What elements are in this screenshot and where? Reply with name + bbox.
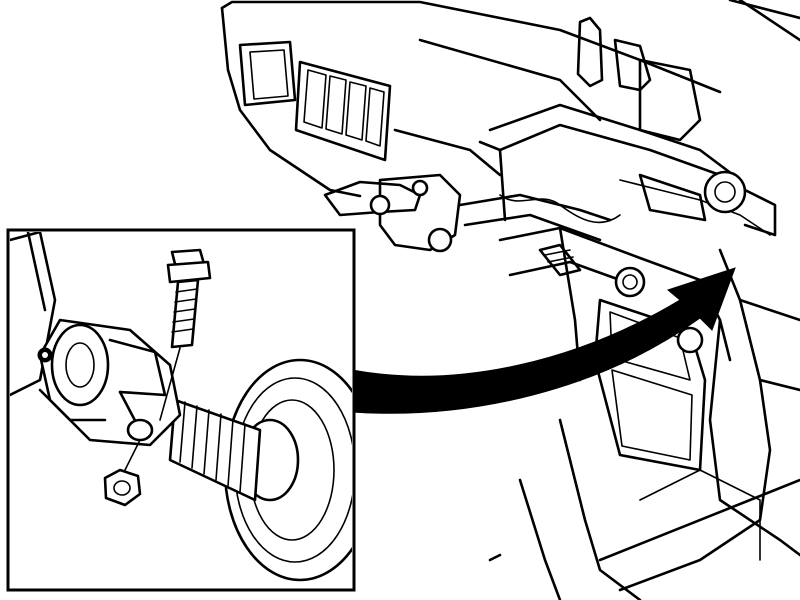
dashboard-overview: [220, 0, 800, 600]
right-cylinder-component: [638, 170, 777, 237]
dash-crease: [418, 38, 602, 122]
dashboard-left-edge: [220, 6, 362, 198]
left-air-vent: [238, 40, 297, 107]
center-air-vent: [294, 60, 392, 162]
nut-icon: [103, 439, 142, 507]
windshield-edge-2: [738, 0, 800, 42]
bolt-icon: [159, 248, 212, 421]
steering-shaft-detail-inset: [6, 228, 356, 592]
clamp-bolt-hole: [126, 418, 154, 442]
console-knob-left: [614, 266, 646, 298]
center-console: [498, 226, 732, 472]
pedal-bracket: [478, 16, 742, 222]
console-knob-right: [676, 326, 704, 354]
shaft-bellows: [168, 398, 262, 502]
windshield-edge: [728, 0, 800, 20]
dashboard-top-edge: [220, 0, 722, 94]
inset-bracket: [10, 232, 57, 397]
cluster-hood: [393, 128, 502, 177]
lower-body-panels: [488, 248, 800, 600]
callout-arrow-icon: [351, 267, 736, 414]
universal-joint: [37, 318, 182, 447]
